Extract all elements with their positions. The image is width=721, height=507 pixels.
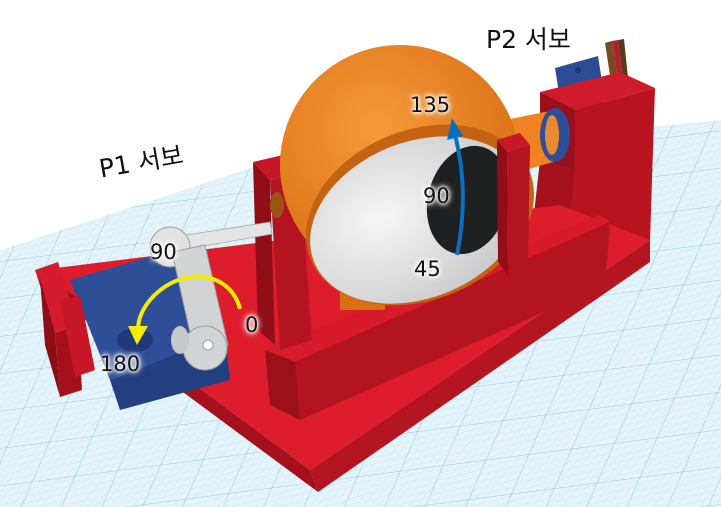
p1-angle-180: 180 [100, 352, 141, 376]
right-post [497, 133, 530, 275]
p2-angle-90: 90 [423, 184, 450, 208]
p1-angle-90: 90 [150, 240, 177, 264]
p2-angle-45: 45 [414, 257, 441, 281]
p1-bracket [35, 262, 95, 397]
p2-rotation-arrow [447, 118, 465, 256]
p1-angle-0: 0 [245, 313, 259, 337]
p2-angle-135: 135 [410, 93, 451, 117]
p2-servo-label: P2 서보 [486, 25, 571, 54]
p1-rotation-arrow [128, 274, 242, 345]
p1-servo-horn [149, 226, 229, 371]
